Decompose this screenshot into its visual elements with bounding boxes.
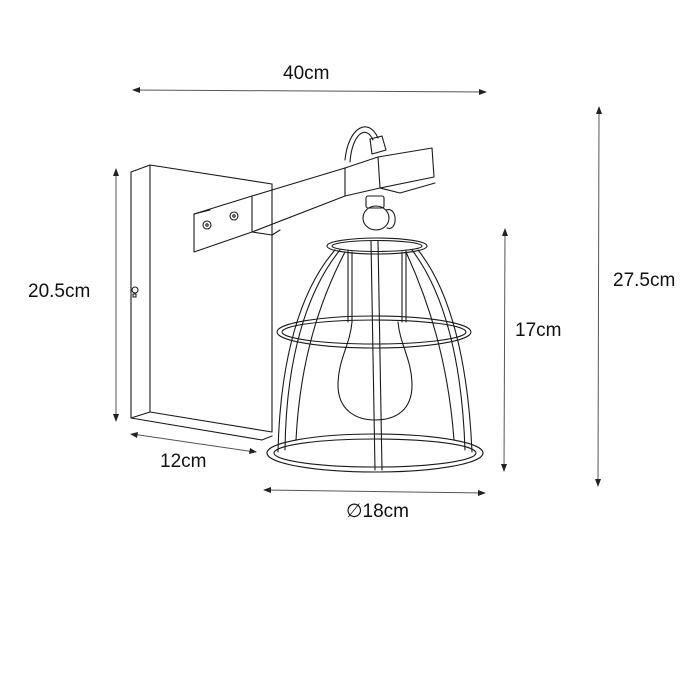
- dimension-width-line: [132, 87, 487, 95]
- label-shade-height: 17cm: [515, 320, 562, 341]
- dimension-depth-line: [130, 432, 257, 454]
- dimension-shade-height-line: [501, 228, 508, 472]
- cage-shade: [266, 237, 484, 473]
- label-shade-diameter: ∅18cm: [346, 501, 410, 522]
- wall-backplate: [130, 164, 273, 441]
- dimension-diameter-line: [263, 487, 486, 496]
- socket-holder: [362, 195, 396, 231]
- label-backplate-height: 20.5cm: [28, 281, 91, 302]
- light-bulb: [337, 321, 413, 421]
- label-total-width: 40cm: [283, 63, 330, 84]
- wall-arm: [193, 126, 436, 253]
- label-total-height: 27.5cm: [613, 270, 676, 291]
- dimension-backplate-height-line: [113, 168, 119, 422]
- label-backplate-depth: 12cm: [160, 451, 207, 472]
- dimension-total-height-line: [595, 106, 602, 487]
